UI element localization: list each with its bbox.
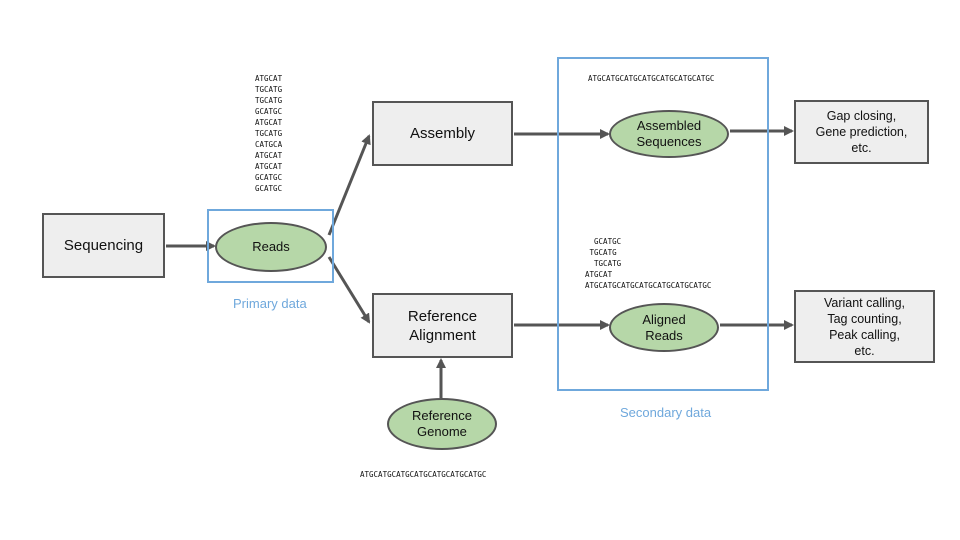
reference-genome-sequence-text: ATGCATGCATGCATGCATGCATGCATGC <box>360 470 487 479</box>
variant-calling-box: Variant calling, Tag counting, Peak call… <box>794 290 935 363</box>
aligned-reads-sequence-text: GCATGC TGCATG TGCATG ATGCAT ATGCATGCATGC… <box>585 237 712 290</box>
secondary-data-region <box>557 57 769 391</box>
reads-ellipse: Reads <box>215 222 327 272</box>
arrow-reads-to-assembly <box>327 134 371 236</box>
primary-data-region <box>207 209 334 283</box>
aligned-reads-ellipse: Aligned Reads <box>609 303 719 352</box>
arrow-reads-to-alignment <box>327 256 371 324</box>
reference-genome-ellipse: Reference Genome <box>387 398 497 450</box>
sequencing-box: Sequencing <box>42 213 165 278</box>
assembled-sequence-text: ATGCATGCATGCATGCATGCATGCATGC <box>588 74 715 83</box>
gap-closing-box: Gap closing, Gene prediction, etc. <box>794 100 929 164</box>
primary-data-label: Primary data <box>233 296 307 311</box>
reads-sequence-list: ATGCAT TGCATG TGCATG GCATGC ATGCAT TGCAT… <box>255 74 283 193</box>
reference-alignment-box: Reference Alignment <box>372 293 513 358</box>
assembled-sequences-ellipse: Assembled Sequences <box>609 110 729 158</box>
secondary-data-label: Secondary data <box>620 405 712 420</box>
assembly-box: Assembly <box>372 101 513 166</box>
